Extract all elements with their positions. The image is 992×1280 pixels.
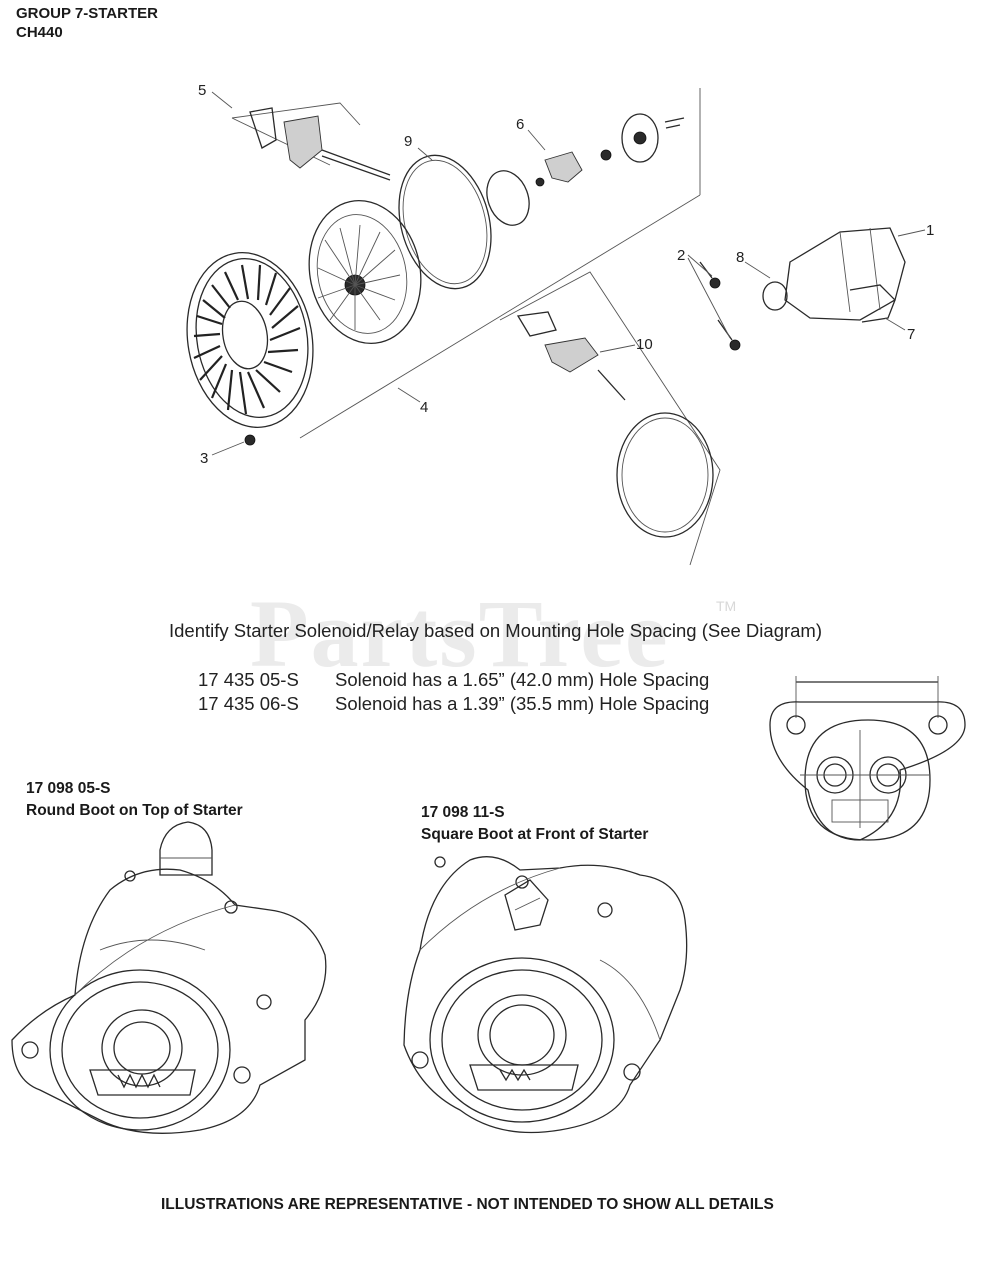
solenoid-part-number: 17 435 05-S xyxy=(198,669,299,690)
watermark-tm: TM xyxy=(716,598,737,614)
nut-part xyxy=(244,434,256,446)
electric-starter-part xyxy=(699,227,906,351)
group-title: GROUP 7-STARTER xyxy=(16,5,158,22)
solenoid-description: Solenoid has a 1.65” (42.0 mm) Hole Spac… xyxy=(335,669,710,690)
callout-9: 9 xyxy=(404,133,412,150)
variant-description: Round Boot on Top of Starter xyxy=(26,802,243,819)
identify-instruction: Identify Starter Solenoid/Relay based on… xyxy=(169,620,823,641)
variant-part-number: 17 098 05-S xyxy=(26,780,111,797)
callout-4: 4 xyxy=(420,399,428,416)
model-label: CH440 xyxy=(16,24,63,41)
solenoid-description: Solenoid has a 1.39” (35.5 mm) Hole Spac… xyxy=(335,693,710,714)
callout-10: 10 xyxy=(636,336,653,353)
callout-1: 1 xyxy=(926,222,934,239)
recoil-housing-part xyxy=(186,200,422,428)
watermark: PartsTree xyxy=(250,580,670,687)
dog-pawl-part xyxy=(486,113,685,226)
starter-round-boot-drawing xyxy=(11,821,327,1134)
footer-disclaimer: ILLUSTRATIONS ARE REPRESENTATIVE - NOT I… xyxy=(161,1196,774,1213)
callout-7: 7 xyxy=(907,326,915,343)
solenoid-hole-spacing-diagram xyxy=(769,676,966,841)
solenoid-part-number: 17 435 06-S xyxy=(198,693,299,714)
variant-part-number: 17 098 11-S xyxy=(421,804,505,821)
solenoid-row: 17 435 05-S Solenoid has a 1.65” (42.0 m… xyxy=(0,669,992,693)
variant-round-boot-label: 17 098 05-S Round Boot on Top of Starter xyxy=(26,778,243,822)
callout-2: 2 xyxy=(677,247,685,264)
variant-square-boot-label: 17 098 11-S Square Boot at Front of Star… xyxy=(421,802,648,846)
starter-handle-part xyxy=(249,107,391,181)
callout-8: 8 xyxy=(736,249,744,266)
rope-handle-part xyxy=(516,311,714,538)
callout-5: 5 xyxy=(198,82,206,99)
starter-square-boot-drawing xyxy=(403,856,688,1134)
callout-6: 6 xyxy=(516,116,524,133)
rope-part xyxy=(398,154,492,290)
callout-3: 3 xyxy=(200,450,208,467)
variant-description: Square Boot at Front of Starter xyxy=(421,826,649,843)
solenoid-row: 17 435 06-S Solenoid has a 1.39” (35.5 m… xyxy=(0,693,992,717)
